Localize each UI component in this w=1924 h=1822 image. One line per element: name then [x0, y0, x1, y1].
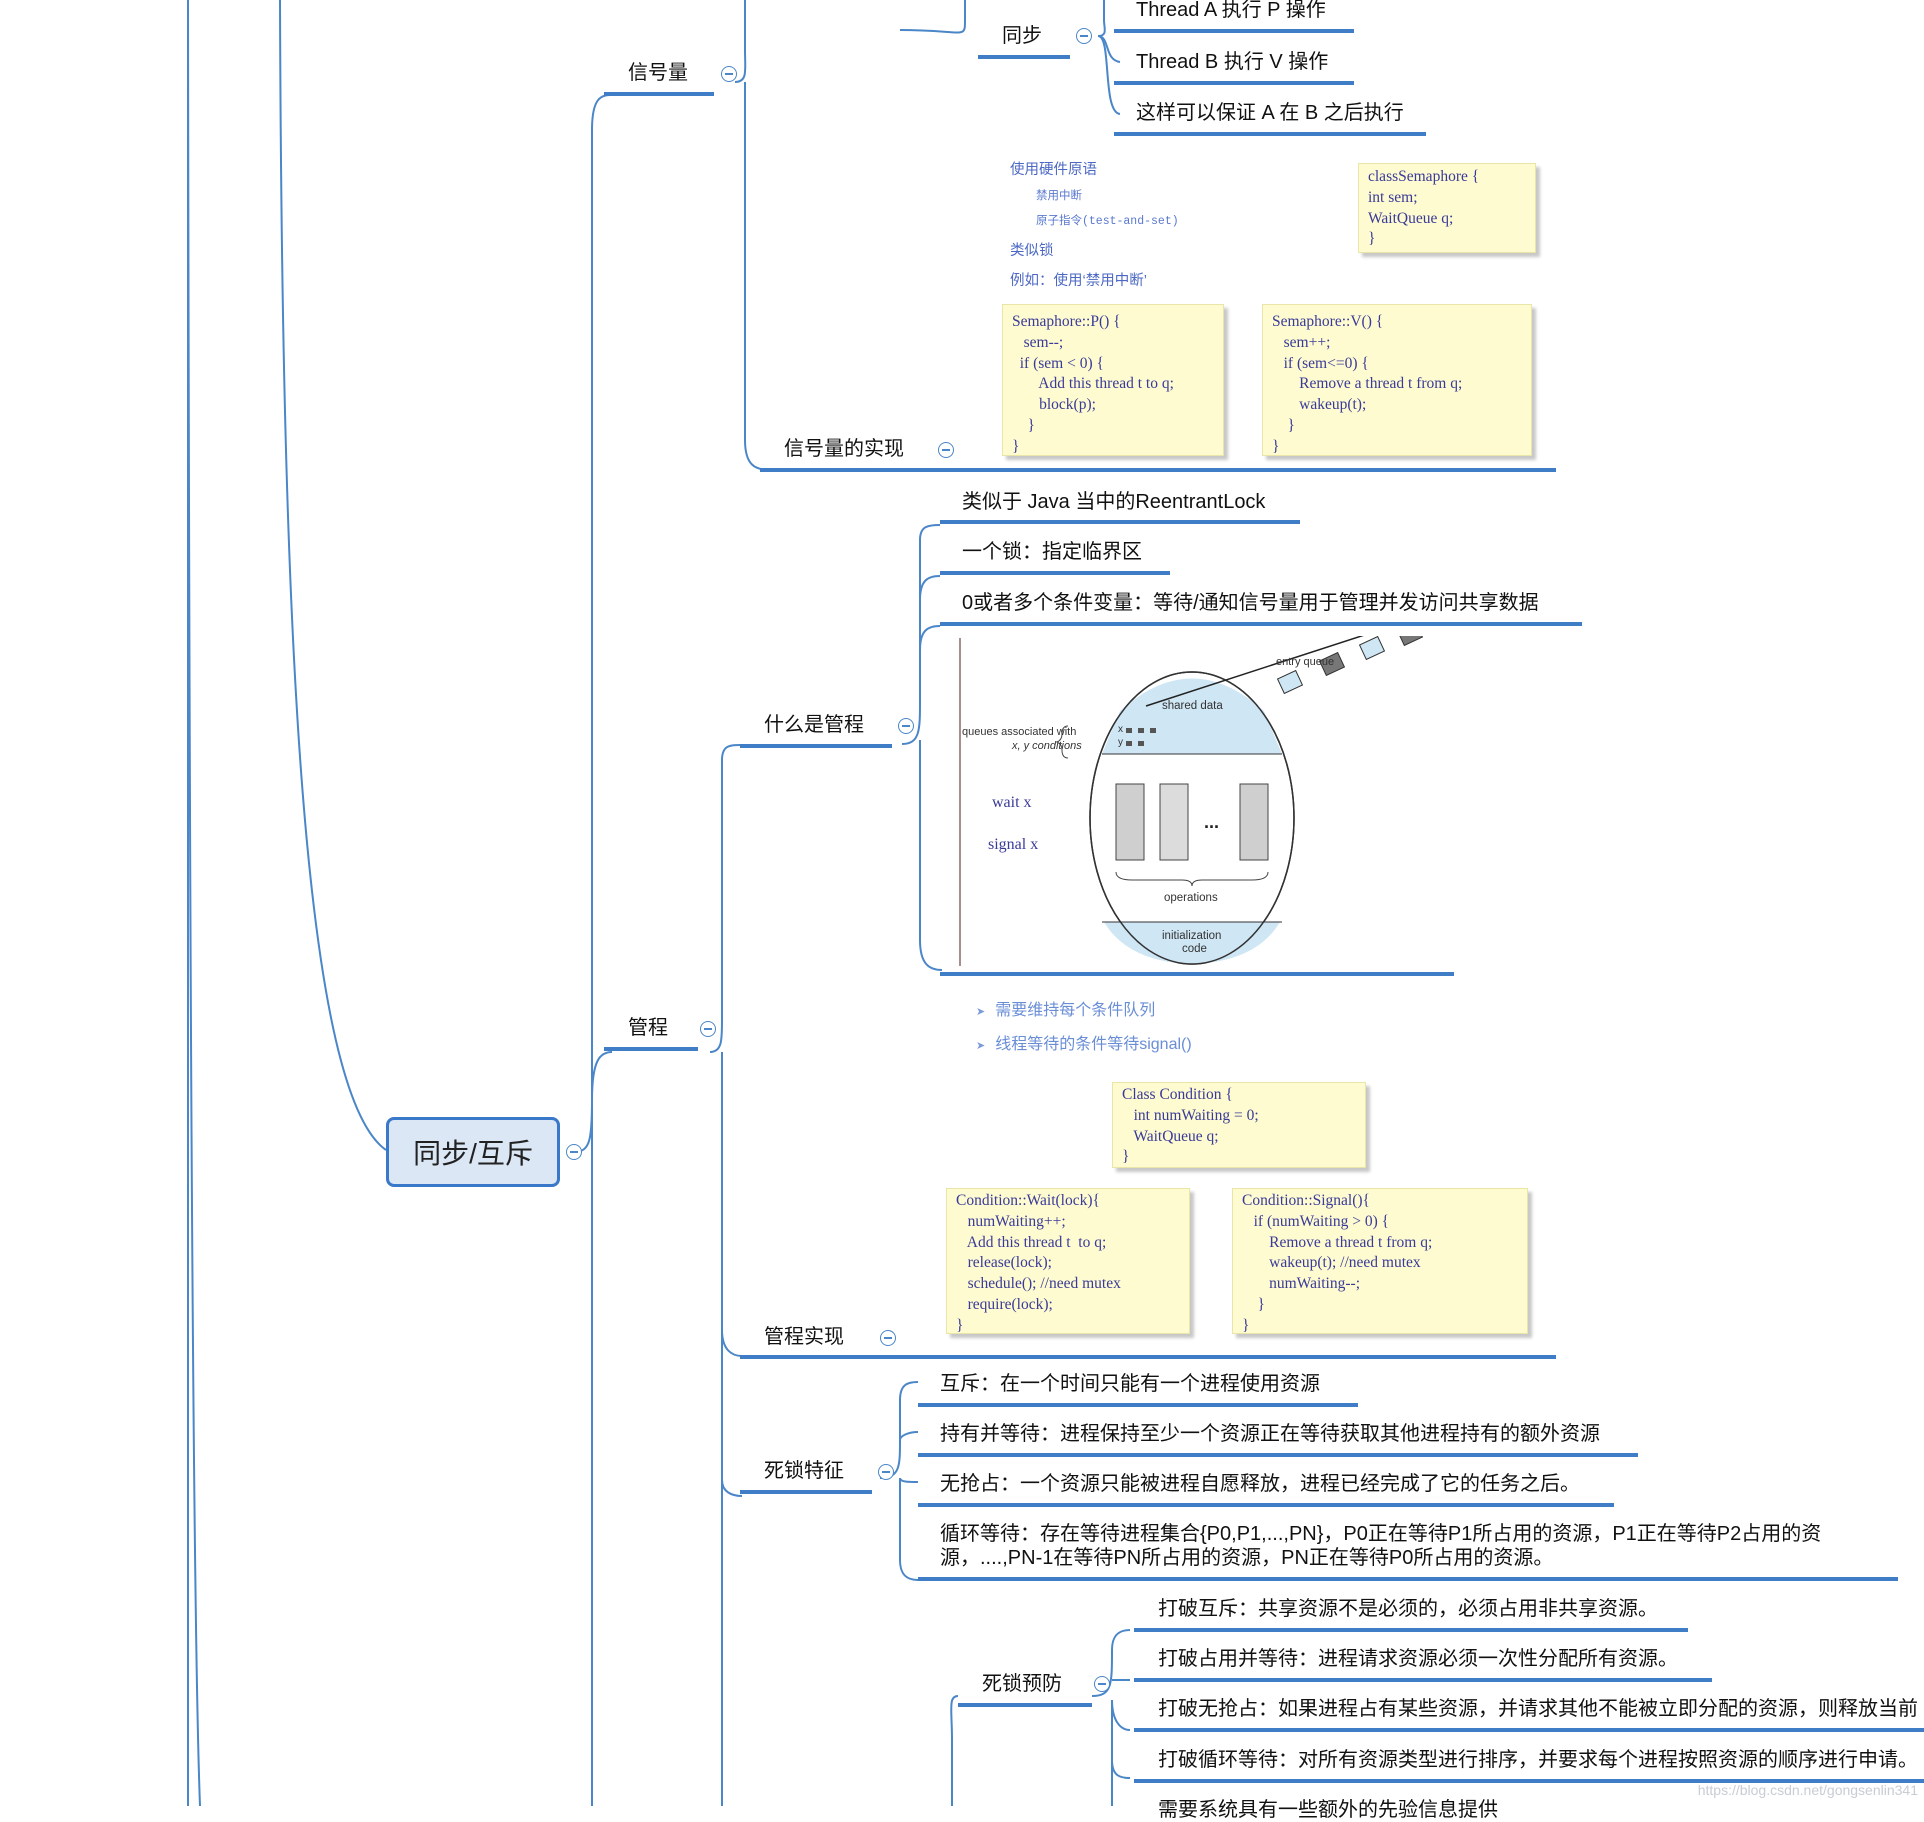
queues-label-1: queues associated with [962, 726, 1077, 738]
deadlock-prevention-5[interactable]: 需要系统具有一些额外的先验信息提供 [1158, 1799, 1498, 1821]
signal-x-label: signal x [988, 836, 1039, 853]
init-code-label-2: code [1182, 943, 1207, 955]
sync-item-1[interactable]: Thread A 执行 P 操作 [1136, 0, 1326, 21]
monitor-impl-bullet-1-text: 需要维持每个条件队列 [995, 1002, 1156, 1019]
condition-class-code: Class Condition { int numWaiting = 0; Wa… [1112, 1082, 1366, 1168]
sync-underline [978, 55, 1070, 59]
deadlock-prevention-node[interactable]: 死锁预防 [982, 1673, 1062, 1695]
x-queue-label: x [1118, 724, 1123, 735]
deadlock-feature-2[interactable]: 持有并等待：进程保持至少一个资源正在等待获取其他进程持有的额外资源 [940, 1423, 1600, 1445]
monitor-impl-bullet-1: ➤ 需要维持每个条件队列 [976, 996, 1155, 1020]
monitor-impl-bullet-2-text: 线程等待的条件等待signal() [995, 1036, 1192, 1053]
monitor-underline [604, 1047, 698, 1051]
note-example: 例如：使用‘禁用中断’ [1010, 273, 1147, 289]
semaphore-class-code: classSemaphore { int sem; WaitQueue q; } [1358, 163, 1536, 253]
monitor-what-collapse-toggle[interactable] [898, 718, 914, 734]
deadlock-features-node[interactable]: 死锁特征 [764, 1460, 844, 1482]
bullet-arrow-icon: ➤ [976, 1040, 986, 1052]
root-collapse-toggle[interactable] [566, 1144, 582, 1160]
monitor-what-item-3[interactable]: 0或者多个条件变量：等待/通知信号量用于管理并发访问共享数据 [962, 592, 1539, 614]
monitor-impl-node[interactable]: 管程实现 [764, 1326, 844, 1348]
sync-item-3[interactable]: 这样可以保证 A 在 B 之后执行 [1136, 102, 1404, 124]
deadlock-prevention-2[interactable]: 打破占用并等待：进程请求资源必须一次性分配所有资源。 [1158, 1648, 1678, 1670]
monitor-diagram-svg [959, 621, 1424, 966]
monitor-what-item-2-underline [940, 571, 1170, 575]
semaphore-p-code: Semaphore::P() { sem--; if (sem < 0) { A… [1002, 304, 1224, 456]
deadlock-feature-3-underline [918, 1503, 1614, 1507]
deadlock-prevention-3[interactable]: 打破无抢占：如果进程占有某些资源，并请求其他不能被立即分配的资源，则释放当前 [1158, 1698, 1918, 1720]
deadlock-prevention-1[interactable]: 打破互斥：共享资源不是必须的，必须占用非共享资源。 [1158, 1598, 1658, 1620]
monitor-impl-bullet-2: ➤ 线程等待的条件等待signal() [976, 1030, 1192, 1054]
deadlock-feature-4-underline [918, 1577, 1898, 1581]
condition-signal-code: Condition::Signal(){ if (numWaiting > 0)… [1232, 1188, 1528, 1334]
sync-collapse-toggle[interactable] [1076, 28, 1092, 44]
shared-data-label: shared data [1162, 700, 1223, 712]
note-disable-interrupt: 禁用中断 [1036, 190, 1082, 202]
deadlock-prevention-4-underline [1134, 1779, 1924, 1783]
monitor-what-node[interactable]: 什么是管程 [764, 714, 864, 736]
monitor-what-item-3-underline [940, 622, 1582, 626]
condition-wait-code: Condition::Wait(lock){ numWaiting++; Add… [946, 1188, 1190, 1334]
deadlock-prevention-1-underline [1134, 1628, 1688, 1632]
monitor-what-item-1[interactable]: 类似于 Java 当中的ReentrantLock [962, 491, 1266, 513]
deadlock-features-underline [740, 1490, 872, 1494]
y-queue-label: y [1118, 737, 1123, 748]
sync-item-2-underline [1114, 81, 1354, 85]
sync-item-2[interactable]: Thread B 执行 V 操作 [1136, 51, 1329, 73]
deadlock-feature-4[interactable]: 循环等待：存在等待进程集合{P0,P1,...,PN}，P0正在等待P1所占用的… [940, 1523, 1822, 1569]
note-hw-primitive: 使用硬件原语 [1010, 162, 1097, 178]
sync-node[interactable]: 同步 [1002, 25, 1042, 47]
watermark: https://blog.csdn.net/gongsenlin341 [1697, 1782, 1918, 1798]
bullet-arrow-icon: ➤ [976, 1006, 986, 1018]
semaphore-v-code: Semaphore::V() { sem++; if (sem<=0) { Re… [1262, 304, 1532, 456]
semaphore-impl-underline [760, 468, 1556, 472]
deadlock-feature-3[interactable]: 无抢占：一个资源只能被进程自愿释放，进程已经完成了它的任务之后。 [940, 1473, 1580, 1495]
monitor-impl-collapse-toggle[interactable] [880, 1330, 896, 1346]
sync-item-1-underline [1114, 29, 1354, 33]
entry-queue-label: entry queue [1276, 656, 1335, 668]
monitor-what-underline [740, 744, 892, 748]
deadlock-feature-1-underline [918, 1403, 1358, 1407]
monitor-what-item-2[interactable]: 一个锁：指定临界区 [962, 541, 1142, 563]
semaphore-impl-collapse-toggle[interactable] [938, 442, 954, 458]
monitor-what-item-1-underline [940, 520, 1300, 524]
monitor-diagram: entry queue shared data queues associate… [956, 621, 1440, 972]
root-node[interactable]: 同步/互斥 [386, 1117, 560, 1187]
operations-label: operations [1164, 892, 1218, 904]
deadlock-prevention-3-underline [1134, 1728, 1924, 1732]
sync-item-3-underline [1114, 132, 1426, 136]
deadlock-prevention-underline [958, 1703, 1092, 1707]
queues-label-2: x, y conditions [1012, 740, 1082, 752]
wait-x-label: wait x [992, 794, 1032, 811]
ellipsis-label: ... [1204, 812, 1220, 832]
note-atomic-instr: 原子指令(test-and-set) [1036, 215, 1179, 228]
semaphore-underline [604, 92, 714, 96]
monitor-collapse-toggle[interactable] [700, 1021, 716, 1037]
semaphore-node[interactable]: 信号量 [628, 62, 688, 84]
note-like-lock: 类似锁 [1010, 243, 1054, 259]
monitor-figure-underline [940, 972, 1454, 976]
init-code-label-1: initialization [1162, 930, 1222, 942]
semaphore-collapse-toggle[interactable] [721, 66, 737, 82]
deadlock-prevention-2-underline [1134, 1678, 1712, 1682]
deadlock-feature-2-underline [918, 1453, 1638, 1457]
deadlock-prevention-collapse-toggle[interactable] [1094, 1676, 1110, 1692]
deadlock-prevention-4[interactable]: 打破循环等待：对所有资源类型进行排序，并要求每个进程按照资源的顺序进行申请。 [1158, 1749, 1918, 1771]
deadlock-features-collapse-toggle[interactable] [878, 1464, 894, 1480]
semaphore-impl-node[interactable]: 信号量的实现 [784, 438, 904, 460]
monitor-impl-underline [740, 1355, 1556, 1359]
deadlock-feature-1[interactable]: 互斥：在一个时间只能有一个进程使用资源 [940, 1373, 1320, 1395]
monitor-node[interactable]: 管程 [628, 1017, 668, 1039]
